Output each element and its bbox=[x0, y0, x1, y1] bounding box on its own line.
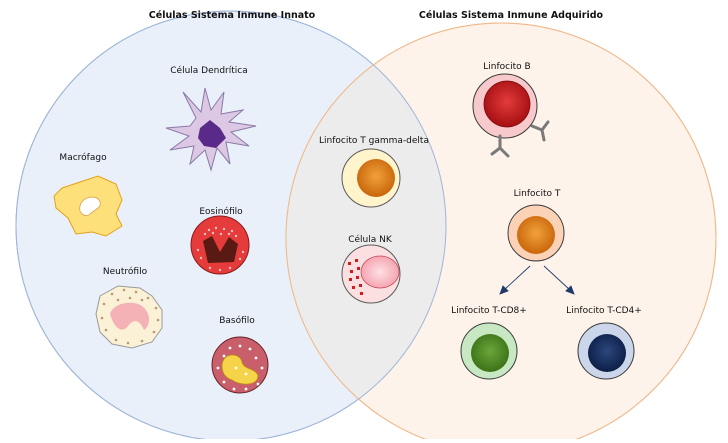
eosinophil-label: Eosinófilo bbox=[199, 207, 243, 217]
t-cell-label: Linfocito T bbox=[513, 189, 561, 199]
neutrophil-icon bbox=[95, 285, 163, 349]
eosinophil-icon bbox=[190, 215, 250, 275]
b-cell-label: Linfocito B bbox=[483, 62, 531, 72]
cd4-label: Linfocito T-CD4+ bbox=[566, 306, 642, 316]
dendritic-cell-label: Célula Dendrítica bbox=[170, 66, 248, 76]
cd8-label: Linfocito T-CD8+ bbox=[451, 306, 527, 316]
innate-header: Células Sistema Inmune Innato bbox=[148, 10, 316, 21]
macrophage-label: Macrófago bbox=[59, 153, 107, 163]
gamma-delta-label: Linfocito T gamma-delta bbox=[319, 136, 429, 146]
cd4-t-cell-icon bbox=[577, 322, 635, 380]
antibody-icon bbox=[490, 120, 550, 158]
gamma-delta-t-cell-icon bbox=[341, 148, 401, 208]
b-cell-icon bbox=[472, 73, 550, 158]
macrophage-icon bbox=[53, 175, 123, 237]
basophil-label: Basófilo bbox=[219, 316, 255, 326]
t-cell-icon bbox=[507, 204, 565, 262]
neutrophil-label: Neutrófilo bbox=[102, 267, 148, 277]
basophil-icon bbox=[211, 336, 269, 394]
differentiation-arrows bbox=[499, 265, 575, 295]
adaptive-header: Células Sistema Inmune Adquirido bbox=[418, 10, 604, 21]
overlap-region bbox=[286, 23, 446, 441]
nk-cell-label: Célula NK bbox=[348, 235, 392, 245]
nk-cell-icon bbox=[341, 244, 401, 304]
cd8-t-cell-icon bbox=[460, 322, 518, 380]
dendritic-cell-icon bbox=[165, 87, 257, 172]
